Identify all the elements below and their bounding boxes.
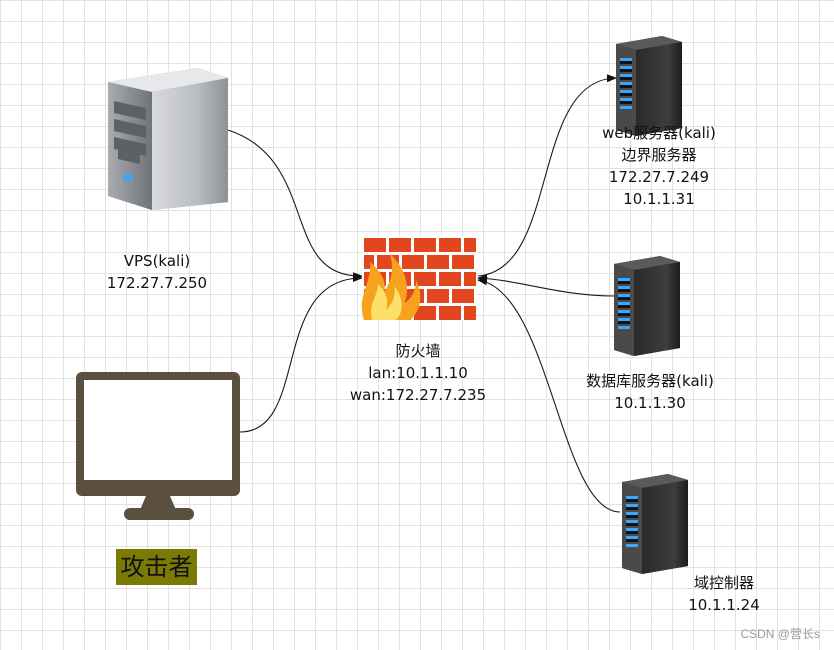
web-server-ip2: 10.1.1.31 <box>623 190 695 208</box>
vps-label: VPS(kali) 172.27.7.250 <box>92 250 222 294</box>
link-dc-firewall <box>477 277 621 513</box>
vps-ip: 172.27.7.250 <box>106 274 208 292</box>
dc-server-rack-icon <box>622 474 688 574</box>
firewall-name: 防火墙 <box>395 342 441 360</box>
db-server-ip: 10.1.1.30 <box>614 394 686 412</box>
db-server-name: 数据库服务器(kali) <box>586 372 714 390</box>
link-vps-firewall <box>227 129 363 281</box>
watermark: CSDN @营长s <box>740 627 820 641</box>
firewall-icon <box>361 236 476 320</box>
firewall-lan: lan:10.1.1.10 <box>368 364 468 382</box>
link-firewall-web <box>477 74 617 277</box>
db-server-rack-icon <box>614 256 680 356</box>
firewall-wan: wan:172.27.7.235 <box>349 386 487 404</box>
web-server-role: 边界服务器 <box>621 146 697 164</box>
web-server-ip1: 172.27.7.249 <box>608 168 710 186</box>
web-server-label: web服务器(kali) 边界服务器 172.27.7.249 10.1.1.3… <box>584 122 734 210</box>
tower-pc-icon <box>108 68 228 210</box>
dc-name: 域控制器 <box>693 574 754 592</box>
link-attacker-firewall <box>239 274 363 433</box>
attacker-badge: 攻击者 <box>116 549 197 585</box>
dc-ip: 10.1.1.24 <box>688 596 760 614</box>
db-server-label: 数据库服务器(kali) 10.1.1.30 <box>570 370 730 414</box>
firewall-label: 防火墙 lan:10.1.1.10 wan:172.27.7.235 <box>338 340 498 406</box>
vps-name: VPS(kali) <box>123 252 191 270</box>
web-server-name: web服务器(kali) <box>602 124 716 142</box>
monitor-icon <box>76 372 240 520</box>
web-server-rack-icon <box>616 36 682 136</box>
link-db-firewall <box>477 274 615 297</box>
dc-label: 域控制器 10.1.1.24 <box>664 572 784 616</box>
